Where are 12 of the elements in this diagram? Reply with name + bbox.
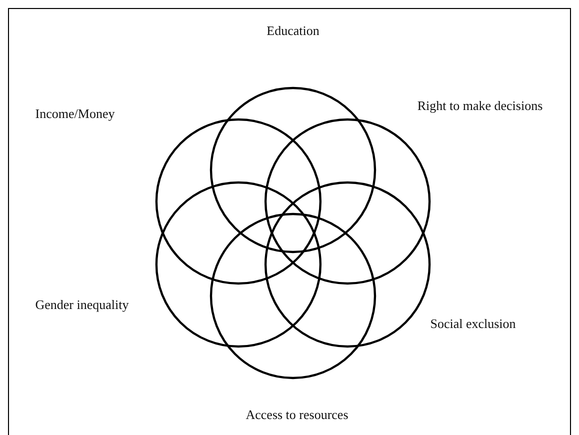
circle (210, 86, 376, 254)
circle (155, 181, 322, 348)
circle-label: Education (266, 23, 320, 39)
circle-label: Gender inequality (35, 297, 129, 313)
circle-label: Access to resources (246, 407, 348, 423)
circle (264, 181, 431, 348)
circle (155, 118, 322, 285)
circle-label: Social exclusion (430, 316, 516, 332)
circle-label: Income/Money (35, 106, 115, 122)
circle-label: Right to make decisions (417, 98, 543, 114)
circle (210, 212, 376, 380)
circle (264, 118, 431, 285)
